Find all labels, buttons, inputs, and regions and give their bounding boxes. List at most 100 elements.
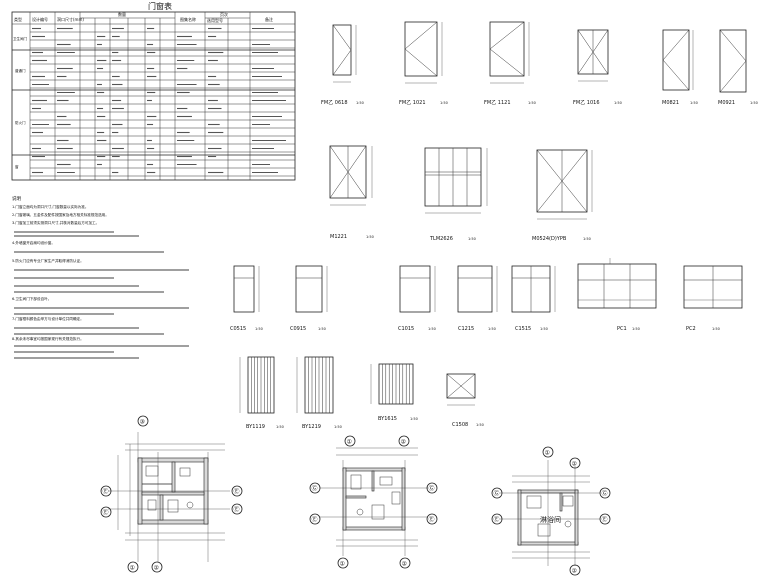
axis-label: Ⓖ [602,490,608,498]
elevation-label: M0921 [718,100,735,106]
door-window-schedule: 门窗表 类型 设计编号 洞口尺寸(mm) 数量 图集名称 页次 选用型号 备注 [11,1,296,181]
axis-label: ③ [140,419,145,426]
elevation-c1215: C1215 1:50 [457,265,498,332]
category-label: 卫生间门 [13,36,27,41]
axis-bubble [569,564,581,576]
note-item: 4.外墙窗开启扇均设纱窗。 [12,240,55,245]
elevation-label: C1515 [515,326,531,332]
axis-label: Ⓖ [429,485,435,493]
elevation-c1015: C1015 1:50 [398,265,436,332]
axis-label: Ⓔ [234,488,240,496]
scale-label: 1:50 [690,101,698,105]
scale-label: 1:50 [632,327,640,331]
axis-bubble [100,506,112,518]
scale-label: 1:50 [488,327,496,331]
scale-label: 1:50 [540,327,548,331]
elevation-c1515: C1515 1:50 [511,265,556,332]
axis-bubble [337,557,349,569]
scale-label: 1:50 [276,425,284,429]
axis-label: Ⓔ [429,516,435,524]
elevation-c0515: C0515 1:50 [230,265,263,332]
axis-label: Ⓔ [103,509,109,517]
col-header-page: 页次 [220,11,228,17]
axis-label: ② [572,461,578,468]
col-header-type: 类型 [14,16,22,22]
axis-label: ② [401,439,407,446]
axis-label: ① [347,439,352,446]
louver-slats [382,364,410,404]
axis-bubble [137,415,149,427]
room-label: 淋浴间 [540,515,561,524]
axis-bubble [398,435,410,447]
elevation-label: PC1 [617,326,627,332]
axis-label: ① [130,565,135,572]
louver-slats [308,357,330,413]
note-item: 1.门窗立面均为洞口尺寸,门窗数量以实际为准。 [12,204,88,209]
axis-label: Ⓔ [602,516,608,524]
elevation-label: FM乙 1016 [573,99,600,106]
elevation-c1508: C1508 1:50 [446,373,484,428]
elevation-label: BY1119 [246,424,265,430]
note-lines [14,231,189,359]
floor-plan-1: ③ ① ② Ⓔ Ⓔ Ⓔ Ⓔ [100,415,243,573]
col-header-atlas: 图集名称 [180,16,196,22]
elevation-label: C1215 [458,326,474,332]
elevation-by1219: BY1219 1:50 [296,356,342,430]
axis-bubble [231,503,243,515]
elevation-by1615: BY1615 1:50 [370,363,418,422]
axis-label: Ⓔ [103,488,109,496]
axis-bubble [569,457,581,469]
axis-bubble [344,435,356,447]
axis-label: Ⓖ [312,485,318,493]
col-header-size: 洞口尺寸(mm) [57,16,84,22]
col-header-code: 设计编号 [32,16,48,22]
floor-plan-3: 淋浴间 ① ② ② Ⓖ Ⓔ Ⓖ Ⓔ [491,446,611,576]
scale-label: 1:50 [440,101,448,105]
elevation-fm-1016: FM乙 1016 1:50 [573,29,622,106]
scale-label: 1:50 [476,423,484,427]
category-label: 防火门 [15,120,26,125]
elevation-m0921: M0921 1:50 [718,29,758,106]
axis-bubble [599,513,611,525]
axis-label: ② [154,565,160,572]
category-label: 窗 [15,164,19,169]
axis-bubble [399,557,411,569]
schedule-rows [30,27,295,177]
axis-label: Ⓔ [312,516,318,524]
col-header-remark: 备注 [265,16,273,22]
axis-label: Ⓖ [494,490,500,498]
scale-label: 1:50 [528,101,536,105]
axis-label: ① [340,561,345,568]
scale-label: 1:50 [255,327,263,331]
elevation-pc2: PC2 1:50 [683,265,743,332]
axis-label: Ⓔ [494,516,500,524]
elevation-pc1: PC1 1:50 [577,258,657,332]
elevation-tlm2626: TLM2626 1:50 [424,147,488,242]
category-label: 普通门 [15,68,26,73]
axis-bubble [599,487,611,499]
axis-label: ② [402,561,408,568]
elevation-label: C1508 [452,422,468,428]
axis-label: Ⓔ [234,506,240,514]
design-notes: 说明 1.门窗立面均为洞口尺寸,门窗数量以实际为准。 2.门窗玻璃、五金件及配件… [12,195,189,359]
scale-label: 1:50 [750,101,758,105]
axis-bubble [491,513,503,525]
note-item: 8.其余未尽事宜均按国家现行有关规范执行。 [12,336,84,341]
scale-label: 1:50 [712,327,720,331]
axis-label: ① [545,450,550,457]
scale-label: 1:50 [366,235,374,239]
elevation-m0821: M0821 1:50 [662,29,698,106]
elevation-label: M0821 [662,100,679,106]
axis-bubble [100,485,112,497]
elevation-label: C1015 [398,326,414,332]
elevation-label: M0524(D)YPB [532,236,567,242]
elevation-label: C0915 [290,326,306,332]
axis-label: ② [572,568,578,575]
elevation-label: C0515 [230,326,246,332]
scale-label: 1:50 [428,327,436,331]
elevation-label: TLM2626 [429,236,453,242]
elevation-label: BY1615 [378,416,397,422]
note-item: 7.门窗框料颜色由甲方与设计单位共同确定。 [12,316,84,321]
schedule-title: 门窗表 [148,1,172,11]
